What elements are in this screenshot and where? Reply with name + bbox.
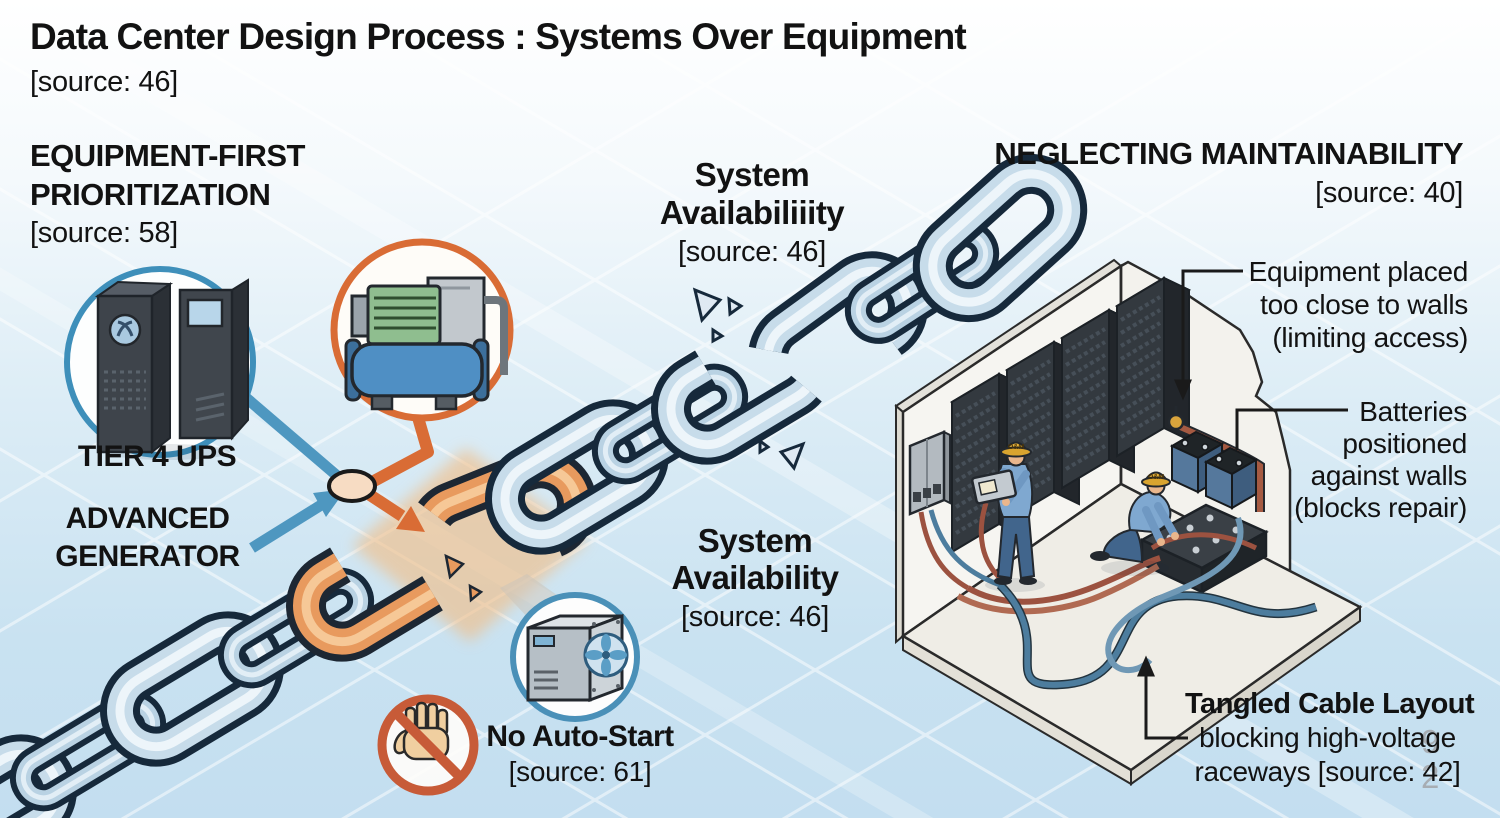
connectors <box>240 391 434 553</box>
equipment-first-heading-line2: PRIORITIZATION <box>30 177 271 212</box>
no-auto-start-source: [source: 61] <box>508 756 652 787</box>
chain-fragment <box>468 583 484 603</box>
equipment-first-source: [source: 58] <box>30 217 178 249</box>
worker-kneeling: O&M <box>1090 471 1179 576</box>
annotation-cables-line3: raceways [source: 42] <box>1194 756 1461 787</box>
page-title: Data Center Design Process : Systems Ove… <box>30 16 967 57</box>
blue-arrow-shaft <box>249 497 329 553</box>
annotation-equipment-line3: (limiting access) <box>1272 322 1468 353</box>
data-center-room: O&M O&M <box>894 258 1363 786</box>
orange-arrow-head <box>396 506 425 532</box>
ups-cabinets-icon <box>94 278 249 460</box>
neglecting-heading: NEGLECTING MAINTAINABILITY <box>994 136 1463 171</box>
page-title-source: [source: 46] <box>30 66 178 98</box>
cooling-circle <box>510 592 640 722</box>
chain <box>0 159 1082 818</box>
leader-lines <box>1137 269 1348 740</box>
worker-badge: O&M <box>1008 444 1025 451</box>
electrical-panel <box>908 430 951 516</box>
chain-fragment <box>444 553 466 580</box>
worker-standing: O&M <box>971 441 1045 592</box>
no-entry-hand-icon <box>377 694 479 796</box>
junction-node <box>327 469 377 503</box>
leader-cables <box>1137 655 1188 740</box>
leader-batteries <box>1235 408 1348 450</box>
wall-batteries <box>1169 430 1259 510</box>
annotation-batteries-line2: positioned <box>1342 428 1467 459</box>
advanced-generator-line1: ADVANCED <box>65 502 230 535</box>
annotation-equipment-line1: Equipment placed <box>1248 256 1469 287</box>
availability-bottom-line2: Availability <box>671 559 839 596</box>
tier4-ups-circle <box>64 266 256 460</box>
server-rack <box>1114 276 1192 458</box>
generator-connector-line <box>369 412 434 488</box>
annotation-cables-line2: blocking high-voltage <box>1199 722 1456 753</box>
advanced-generator-line2: GENERATOR <box>55 540 240 573</box>
worker-badge: O&M <box>1148 474 1165 481</box>
neglecting-source: [source: 40] <box>1315 177 1463 209</box>
annotation-batteries-line1: Batteries <box>1359 396 1467 427</box>
availability-top-line2: Availabiliiity <box>659 194 845 231</box>
leader-equipment <box>1174 269 1243 401</box>
availability-bottom-line1: System <box>697 522 813 559</box>
annotation-batteries-line3: against walls <box>1310 460 1468 491</box>
ac-unit-icon <box>526 613 629 703</box>
generator-circle <box>330 238 514 422</box>
page-number-watermark: 92 <box>1421 723 1440 795</box>
annotation-cables-line1: Tangled Cable Layout <box>1185 688 1475 720</box>
availability-top-line1: System <box>694 156 810 193</box>
availability-top-source: [source: 46] <box>678 236 826 268</box>
annotation-equipment-line2: too close to walls <box>1260 289 1468 320</box>
orange-arrow-shaft <box>366 489 406 522</box>
ups-connector-line <box>240 391 346 485</box>
annotation-batteries-line4: (blocks repair) <box>1294 492 1467 523</box>
no-auto-start-label: No Auto-Start <box>486 720 674 753</box>
tier4-ups-label: TIER 4 UPS <box>77 440 237 473</box>
tangled-cables <box>918 509 1318 690</box>
generator-icon <box>344 276 508 411</box>
handheld-device <box>971 469 1017 505</box>
chain-fragments <box>692 287 806 471</box>
battery <box>1203 446 1259 510</box>
equipment-first-heading-line1: EQUIPMENT-FIRST <box>30 138 305 173</box>
availability-bottom-source: [source: 46] <box>681 601 829 633</box>
